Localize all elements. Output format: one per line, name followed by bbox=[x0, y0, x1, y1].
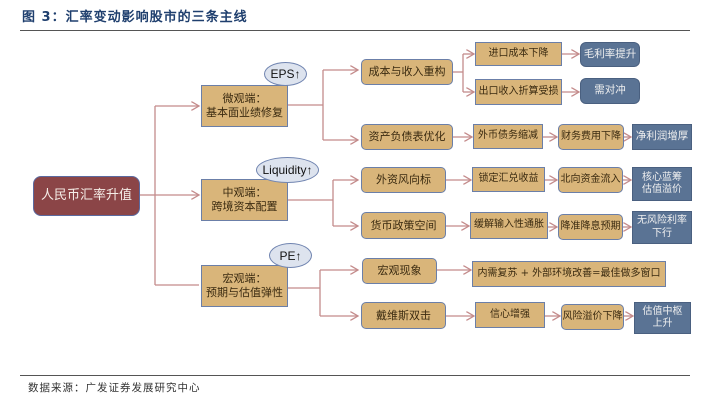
node-macro: 宏观现象 bbox=[362, 258, 437, 284]
node-cost-income: 成本与收入重构 bbox=[361, 59, 453, 85]
node-risk-premium: 风险溢价下降 bbox=[561, 304, 624, 330]
node-fx-debt: 外币债务缩减 bbox=[473, 124, 543, 149]
node-net-margin: 净利润增厚 bbox=[632, 124, 692, 150]
node-valuation: 估值中枢 上升 bbox=[634, 302, 691, 334]
node-balance-sheet: 资产负债表优化 bbox=[361, 124, 453, 150]
node-lock-fx: 锁定汇兑收益 bbox=[472, 167, 545, 192]
node-davis: 戴维斯双击 bbox=[361, 302, 446, 329]
node-import-cost: 进口成本下降 bbox=[475, 42, 562, 66]
node-core-blue: 核心蓝筹 估值溢价 bbox=[632, 167, 692, 201]
node-monetary: 货币政策空间 bbox=[361, 212, 446, 239]
root-node: 人民币汇率升值 bbox=[33, 176, 140, 216]
source-rule bbox=[20, 375, 690, 376]
node-riskfree: 无风险利率 下行 bbox=[632, 211, 692, 244]
badge-pe: PE↑ bbox=[269, 243, 312, 268]
node-northbound: 北向资金流入 bbox=[558, 167, 623, 193]
node-foreign-vane: 外资风向标 bbox=[361, 167, 446, 193]
figure-title: 图 3：汇率变动影响股市的三条主线 bbox=[22, 10, 248, 25]
node-export-income: 出口收入折算受损 bbox=[475, 79, 562, 105]
node-confidence: 信心增强 bbox=[475, 302, 545, 328]
branch-meso: 中观端： 跨境资本配置 bbox=[201, 179, 288, 221]
node-rate-cut: 降准降息预期 bbox=[558, 214, 623, 240]
data-source: 数据来源：广发证券发展研究中心 bbox=[28, 382, 201, 394]
title-rule bbox=[20, 30, 690, 31]
badge-liquidity: Liquidity↑ bbox=[256, 157, 319, 183]
node-window: 内需复苏 + 外部环境改善=最佳做多窗口 bbox=[472, 261, 666, 287]
node-gross-margin: 毛利率提升 bbox=[580, 42, 640, 67]
badge-eps: EPS↑ bbox=[264, 62, 307, 86]
node-hedge: 需对冲 bbox=[580, 78, 640, 104]
node-fin-cost: 财务费用下降 bbox=[558, 124, 624, 150]
branch-micro: 微观端： 基本面业绩修复 bbox=[201, 85, 288, 127]
node-ease-inflation: 缓解输入性通胀 bbox=[470, 212, 548, 239]
branch-macro: 宏观端： 预期与估值弹性 bbox=[201, 265, 288, 307]
